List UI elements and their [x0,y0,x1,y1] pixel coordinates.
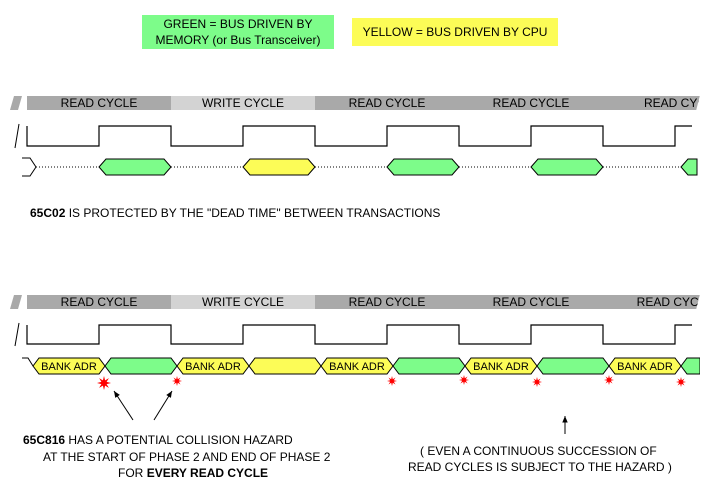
top-cycle-label-1: WRITE CYCLE [202,96,284,110]
bottom-cycle-bar-3 [459,295,603,309]
hazard-starburst-5 [604,375,614,385]
bottom-break-left [10,295,22,309]
bottom-cycle-bar-1 [171,295,315,309]
bottom-cycle-label-0: READ CYCLE [61,295,138,309]
bottom-cycle-label-2: READ CYCLE [349,295,426,309]
bottom-caption-text1: HAS A POTENTIAL COLLISION HAZARD [68,433,293,447]
legend-yellow-box: YELLOW = BUS DRIVEN BY CPU [352,18,558,46]
top-break-left [10,96,22,110]
bottom-bank-adr-label-1: BANK ADR [185,361,241,373]
top-bus-segment-2 [386,158,460,176]
bottom-clock-waveform [26,324,692,345]
top-cycle-label-0: READ CYCLE [61,96,138,110]
hazard-starburst-1 [172,376,182,386]
note-arrow-up-head [562,416,568,423]
legend-green-line1: GREEN = BUS DRIVEN BY [163,17,313,31]
top-cycle-bar-3 [459,96,603,110]
top-clock-break [15,123,25,149]
top-cycle-bar-2 [315,96,459,110]
hazard-starburst-2 [387,376,397,386]
hazard-starburst-0 [97,376,111,390]
bottom-data-phase-4 [680,357,701,375]
top-cycle-bar-4 [603,96,704,110]
bottom-cycle-label-3: READ CYCLE [493,295,570,309]
bottom-bank-adr-label-3: BANK ADR [473,361,529,373]
bottom-cycle-bar-0 [27,295,171,309]
top-bus-segment-1 [242,158,316,176]
top-bus-segment-3 [530,158,604,176]
bottom-break-right [696,294,720,310]
top-caption-text: IS PROTECTED BY THE "DEAD TIME" BETWEEN … [68,206,441,220]
top-cycle-bar-0 [27,96,171,110]
bottom-bus-start-cap [22,357,34,367]
top-bus-start-cap [22,157,37,177]
hazard-arrow-right-head [166,391,172,398]
bottom-caption-line2: AT THE START OF PHASE 2 AND END OF PHASE… [43,450,331,464]
note-line2: READ CYCLES IS SUBJECT TO THE HAZARD ) [408,460,672,474]
bottom-caption-line1: 65C816 HAS A POTENTIAL COLLISION HAZARD [23,433,293,447]
bottom-bus-tear [700,357,720,376]
top-clock-waveform [26,125,692,147]
bottom-data-phase-3 [536,357,610,375]
top-bus-segment-4 [680,158,698,176]
hazard-starburst-6 [676,377,686,387]
bottom-bank-adr-label-2: BANK ADR [329,361,385,373]
bottom-cycle-label-4: READ CYCLE [637,295,714,309]
bottom-cycle-label-1: WRITE CYCLE [202,295,284,309]
top-cycle-label-4: READ CYC [644,96,706,110]
top-cycle-label-3: READ CYCLE [493,96,570,110]
bottom-data-phase-1 [248,357,322,375]
bottom-data-phase-0 [104,357,178,375]
top-cycle-bar-1 [171,96,315,110]
bottom-cycle-bar-2 [315,295,459,309]
top-caption-chip: 65C02 [30,206,66,220]
hazard-arrow-left-head [114,391,120,398]
note-line1: ( EVEN A CONTINUOUS SUCCESSION OF [420,444,657,458]
bottom-clock-break-edge [14,322,20,347]
top-caption: 65C02 IS PROTECTED BY THE "DEAD TIME" BE… [30,206,440,220]
bottom-cycle-bar-4 [603,295,704,309]
top-cycle-label-2: READ CYCLE [349,96,426,110]
bottom-clock-break [15,322,25,347]
legend-green-box: GREEN = BUS DRIVEN BY MEMORY (or Bus Tra… [142,15,334,49]
bottom-caption-every-read: EVERY READ CYCLE [146,466,269,480]
legend-green-line2: MEMORY (or Bus Transceiver) [155,33,321,47]
bottom-caption-chip: 65C816 [23,433,66,447]
top-clock-break-edge [14,123,20,149]
top-bus-segment-0 [98,158,172,176]
bottom-data-phase-2 [392,357,466,375]
hazard-starburst-3 [459,375,469,385]
bottom-caption-for: FOR [118,466,144,480]
bottom-bank-adr-label-0: BANK ADR [41,361,97,373]
hazard-starburst-4 [532,377,542,387]
top-break-right [696,95,720,111]
bottom-bank-adr-label-4: BANK ADR [617,361,673,373]
bottom-caption-line3: FOR EVERY READ CYCLE [118,466,268,480]
